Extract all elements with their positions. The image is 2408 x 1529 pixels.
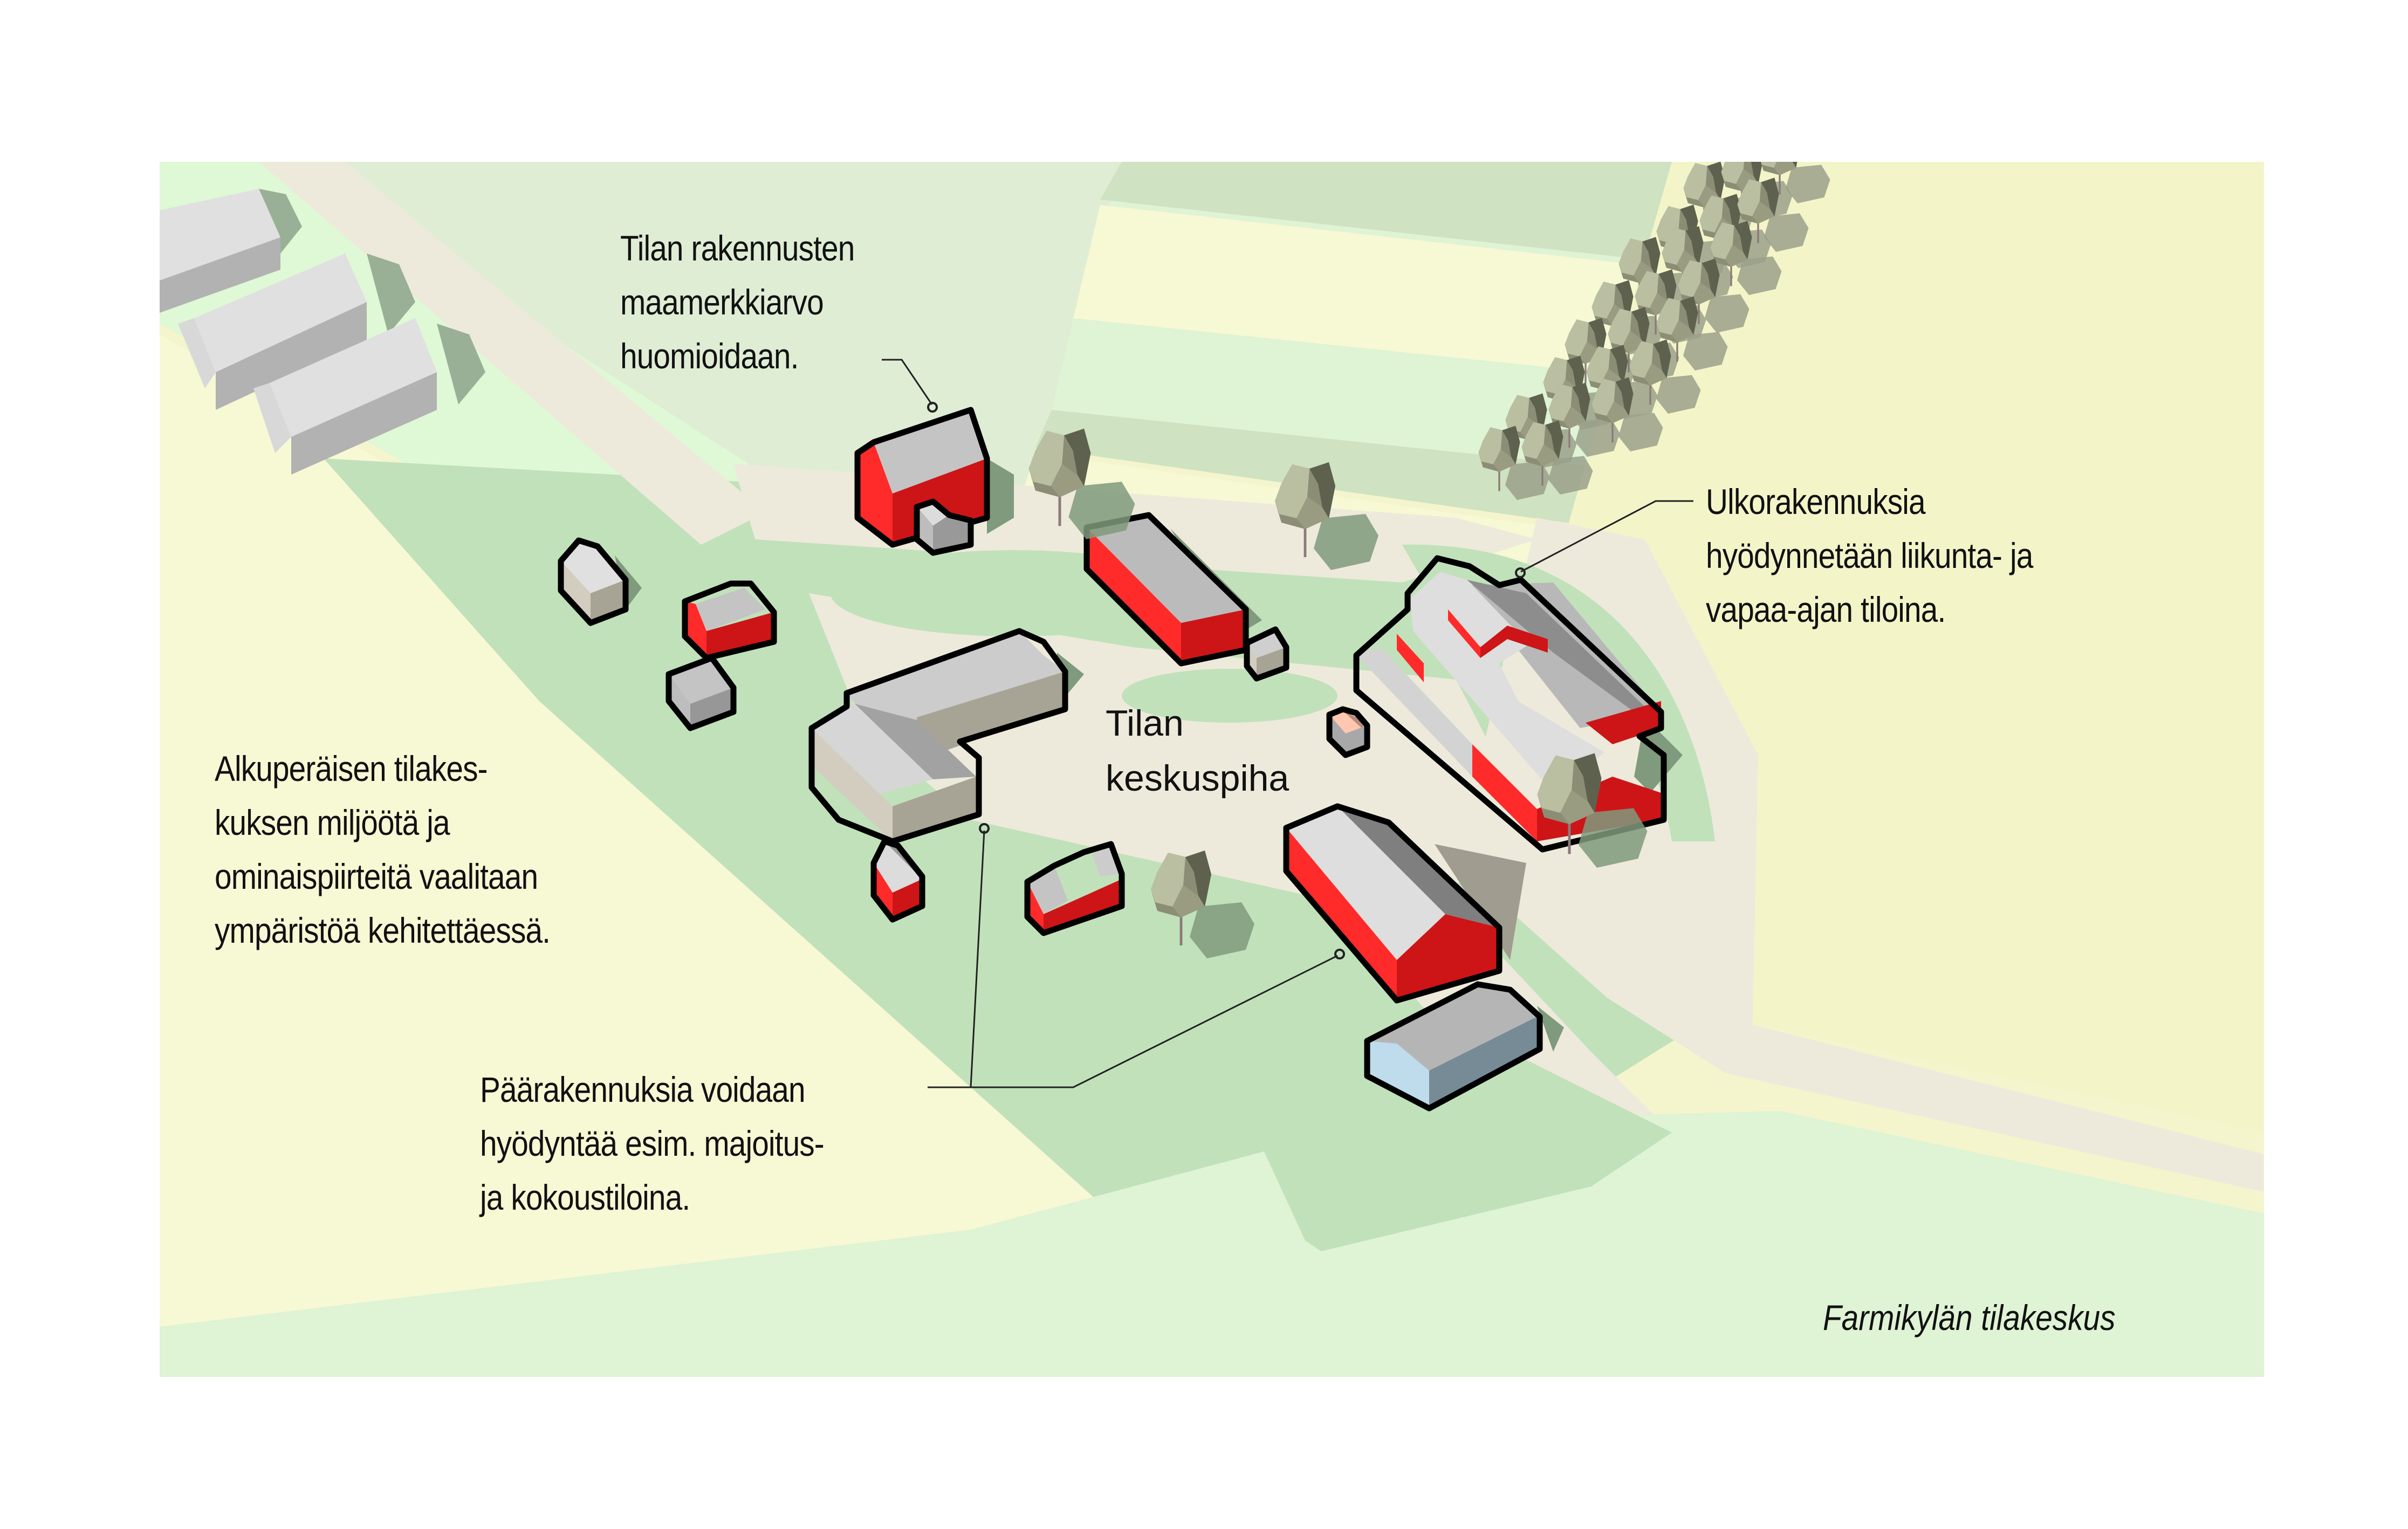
leader-outbuildings-dot	[1515, 567, 1526, 578]
leader-main-buildings-dot-2	[979, 823, 990, 834]
big-red-barn	[1283, 803, 1526, 1004]
figure-caption: Farmikylän tilakeskus	[1823, 1298, 2116, 1338]
red-double-barn	[1024, 841, 1125, 936]
tree-icon	[1629, 339, 1701, 414]
callout-main-buildings: Päärakennuksia voidaan hyödyntää esim. m…	[480, 1069, 825, 1217]
long-red-barn	[1083, 512, 1289, 682]
small-red-house	[682, 580, 777, 661]
blue-house	[1364, 981, 1564, 1112]
tree-icon	[1275, 462, 1378, 570]
tree-icon	[1537, 753, 1648, 868]
tree-icon	[1656, 296, 1728, 371]
long-shed-3	[253, 318, 485, 475]
tree-icon	[1710, 221, 1782, 295]
lawn-bottom	[1240, 1052, 1672, 1251]
small-house-left	[558, 537, 642, 626]
trees	[1028, 428, 1648, 958]
leader-landmark-dot	[927, 402, 938, 413]
main-house	[808, 628, 1084, 845]
field-bottom	[160, 1111, 2264, 1377]
tree-icon	[1478, 426, 1550, 500]
tree-icon	[1737, 177, 1809, 252]
callout-milieu: Alkuperäisen tilakes- kuksen miljöötä ja…	[215, 749, 551, 950]
tree-icon	[1548, 382, 1620, 457]
callout-leaders	[882, 359, 1693, 1088]
map-panel	[160, 162, 2264, 1377]
tree-icon	[1678, 258, 1750, 333]
leader-outbuildings	[1520, 500, 1693, 573]
long-shed-2	[178, 253, 415, 410]
landmark-barn	[854, 407, 1014, 556]
tree-icon	[1760, 162, 1830, 203]
yard-lawn-patch-2	[1122, 669, 1337, 723]
callout-outbuildings: Ulkorakennuksia hyödynnetään liikunta- j…	[1706, 482, 2033, 629]
leader-main-buildings-dot	[1334, 949, 1345, 959]
leader-landmark	[882, 359, 933, 405]
tree-icon	[1028, 428, 1135, 539]
grey-annex	[666, 655, 737, 731]
callout-landmark: Tilan rakennusten maamerkkiarvo huomioid…	[620, 228, 855, 376]
tree-icon	[1591, 377, 1663, 451]
red-cottage	[870, 838, 925, 923]
leader-main-buildings-2	[970, 830, 985, 1088]
tree-icon	[1521, 420, 1593, 495]
long-shed-1	[160, 189, 302, 313]
leader-main-buildings	[928, 955, 1338, 1088]
courtyard-label: Tilan keskuspiha	[1106, 703, 1289, 799]
pink-shed	[1326, 706, 1370, 758]
tree-row	[1478, 162, 1830, 500]
tree-icon	[1151, 851, 1254, 958]
